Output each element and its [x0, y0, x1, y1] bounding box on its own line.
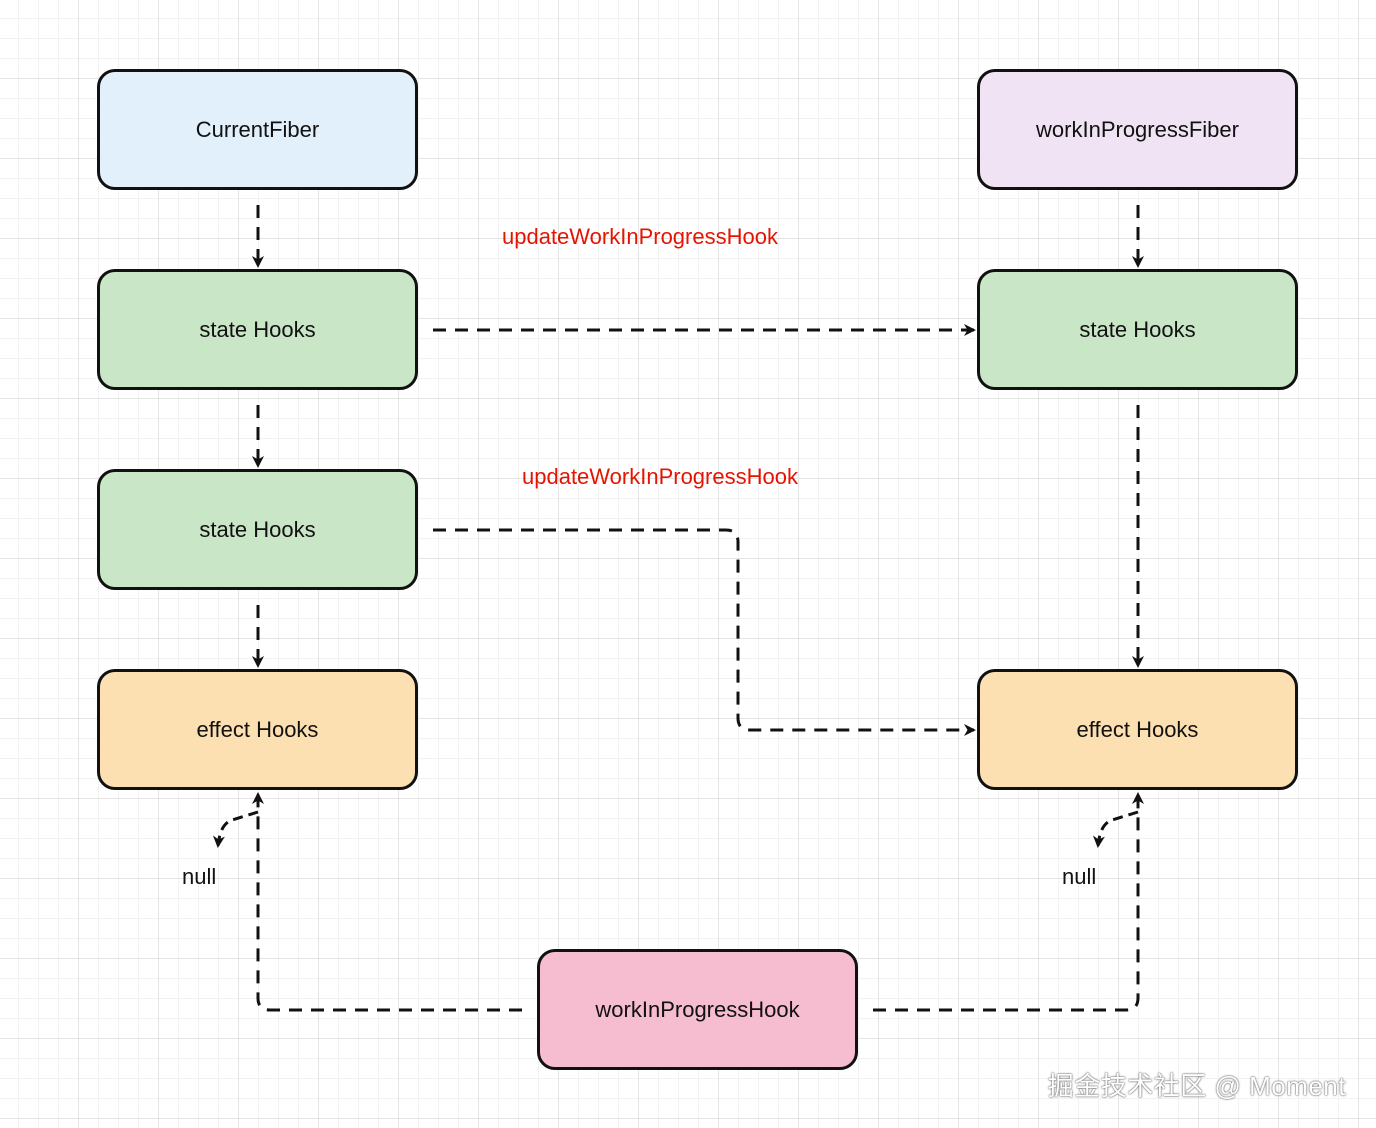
edge-null-right — [1092, 810, 1139, 848]
work-in-progress-hook-node: workInProgressHook — [537, 949, 858, 1070]
edge-null-left — [212, 810, 259, 848]
edge-wiphook-to-cur-effect — [252, 792, 522, 1012]
edge-label-update-2: updateWorkInProgressHook — [522, 464, 798, 489]
current-state-hooks-2: state Hooks — [97, 469, 418, 590]
current-state-hooks-1: state Hooks — [97, 269, 418, 390]
edge-update-state2 — [433, 528, 976, 736]
current-fiber-node: CurrentFiber — [97, 69, 418, 190]
wip-fiber-node: workInProgressFiber — [977, 69, 1298, 190]
wip-effect-hooks: effect Hooks — [977, 669, 1298, 790]
null-label-left: null — [182, 864, 217, 889]
null-label-right: null — [1062, 864, 1097, 889]
current-effect-hooks: effect Hooks — [97, 669, 418, 790]
edge-wiphook-to-wip-effect — [873, 792, 1144, 1012]
watermark: 掘金技术社区 @ Moment — [1047, 1071, 1346, 1101]
wip-state-hooks: state Hooks — [977, 269, 1298, 390]
edge-label-update-1: updateWorkInProgressHook — [502, 224, 778, 249]
